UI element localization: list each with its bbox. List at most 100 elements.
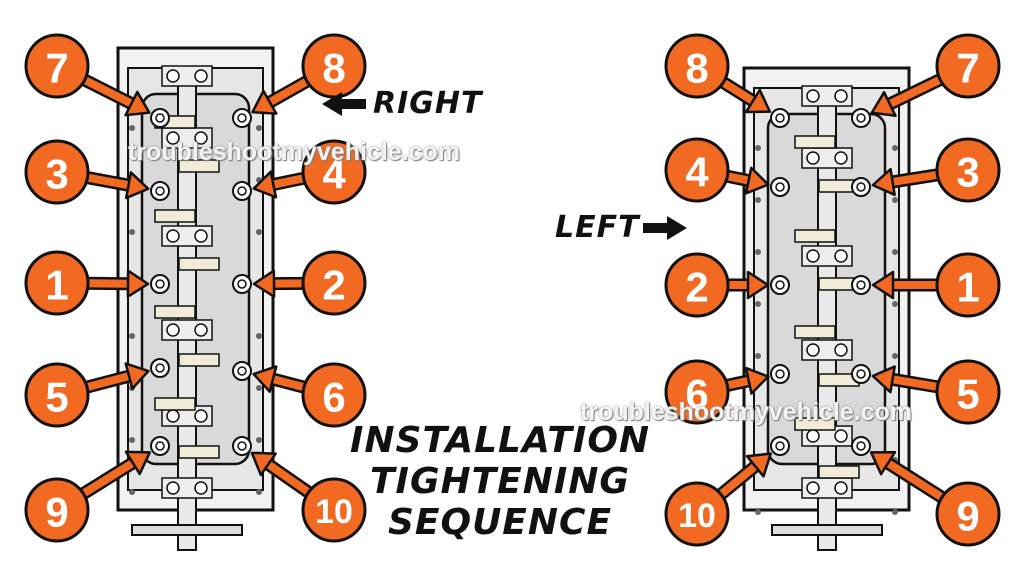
cap-bolt xyxy=(167,324,179,336)
sequence-number: 2 xyxy=(322,262,345,309)
head-bolt-center xyxy=(238,367,246,375)
head-bolt-center xyxy=(776,281,784,289)
rocker-pad xyxy=(795,326,835,338)
rocker-pad xyxy=(179,354,219,366)
sequence-number: 5 xyxy=(956,371,979,418)
sequence-number: 7 xyxy=(956,45,979,92)
sequence-number: 10 xyxy=(315,493,353,531)
right-side-label: RIGHT xyxy=(373,86,482,121)
rocker-pad xyxy=(155,398,195,410)
edge-hole xyxy=(892,249,898,255)
head-bolt-center xyxy=(238,442,246,450)
cap-bolt xyxy=(167,70,179,82)
cap-bolt xyxy=(167,482,179,494)
sequence-number: 9 xyxy=(45,489,68,536)
edge-hole xyxy=(256,333,262,339)
head-bolt-center xyxy=(238,187,246,195)
head-bolt-center xyxy=(156,280,164,288)
edge-hole xyxy=(755,353,761,359)
head-bolt-center xyxy=(776,370,784,378)
arrow-shaft xyxy=(726,381,748,386)
sequence-number: 3 xyxy=(45,151,68,198)
sequence-number: 8 xyxy=(685,45,708,92)
cap-bolt xyxy=(167,410,179,422)
edge-hole xyxy=(256,437,262,443)
cap-bolt xyxy=(807,250,819,262)
edge-hole xyxy=(129,489,135,495)
rocker-pad xyxy=(819,466,859,478)
sequence-number: 7 xyxy=(45,45,68,92)
head-bolt-center xyxy=(238,280,246,288)
cap-bolt xyxy=(195,410,207,422)
rocker-pad xyxy=(155,210,195,222)
edge-hole xyxy=(892,509,898,515)
cap-bolt xyxy=(835,344,847,356)
edge-hole xyxy=(755,301,761,307)
shaft-end-plate xyxy=(132,525,242,535)
sequence-number: 10 xyxy=(678,497,716,535)
cap-bolt xyxy=(807,90,819,102)
cap-bolt xyxy=(807,482,819,494)
edge-hole xyxy=(892,145,898,151)
head-bolt-center xyxy=(857,281,865,289)
head-bolt-center xyxy=(857,183,865,191)
cap-bolt xyxy=(835,90,847,102)
cap-bolt xyxy=(195,70,207,82)
cap-bolt xyxy=(807,430,819,442)
arrow-shaft xyxy=(726,176,748,181)
edge-hole xyxy=(256,125,262,131)
sequence-number: 6 xyxy=(322,374,345,421)
cap-bolt xyxy=(195,230,207,242)
head-bolt-center xyxy=(156,442,164,450)
sequence-number: 8 xyxy=(322,45,345,92)
head-bolt-center xyxy=(156,114,164,122)
cap-bolt xyxy=(835,482,847,494)
cap-bolt xyxy=(835,250,847,262)
caption-line-2: TIGHTENING xyxy=(350,461,650,502)
cap-bolt xyxy=(835,430,847,442)
head-bolt-center xyxy=(156,364,164,372)
watermark-text: troubleshootmyvehicle.com xyxy=(128,138,460,167)
edge-hole xyxy=(129,333,135,339)
sequence-number: 5 xyxy=(45,374,68,421)
left-side-label: LEFT xyxy=(555,210,640,245)
head-bolt-center xyxy=(776,183,784,191)
cap-bolt xyxy=(195,324,207,336)
edge-hole xyxy=(755,145,761,151)
rocker-pad xyxy=(179,446,219,458)
cap-bolt xyxy=(807,344,819,356)
sequence-number: 2 xyxy=(685,264,708,311)
rocker-pad xyxy=(795,230,835,242)
sequence-number: 3 xyxy=(956,149,979,196)
edge-hole xyxy=(755,197,761,203)
watermark-text-2: troubleshootmyvehicle.com xyxy=(580,398,912,427)
edge-hole xyxy=(129,125,135,131)
edge-hole xyxy=(129,229,135,235)
rocker-pad xyxy=(155,306,195,318)
edge-hole xyxy=(129,437,135,443)
head-bolt-center xyxy=(857,370,865,378)
sequence-number: 1 xyxy=(45,262,68,309)
shaft-end-plate xyxy=(772,525,882,535)
arrow-shape xyxy=(643,216,687,240)
head-bolt-center xyxy=(238,114,246,122)
head-bolt-center xyxy=(776,114,784,122)
head-bolt-center xyxy=(857,442,865,450)
cap-bolt xyxy=(835,152,847,164)
edge-hole xyxy=(256,385,262,391)
edge-hole xyxy=(256,229,262,235)
edge-hole xyxy=(892,197,898,203)
rocker-pad xyxy=(795,136,835,148)
edge-hole xyxy=(256,489,262,495)
edge-hole xyxy=(892,353,898,359)
head-bolt-center xyxy=(776,442,784,450)
rocker-pad xyxy=(179,258,219,270)
right-arrow-icon xyxy=(643,216,687,240)
edge-hole xyxy=(755,509,761,515)
head-bolt-center xyxy=(857,114,865,122)
cap-bolt xyxy=(807,152,819,164)
head-bolt-center xyxy=(156,187,164,195)
